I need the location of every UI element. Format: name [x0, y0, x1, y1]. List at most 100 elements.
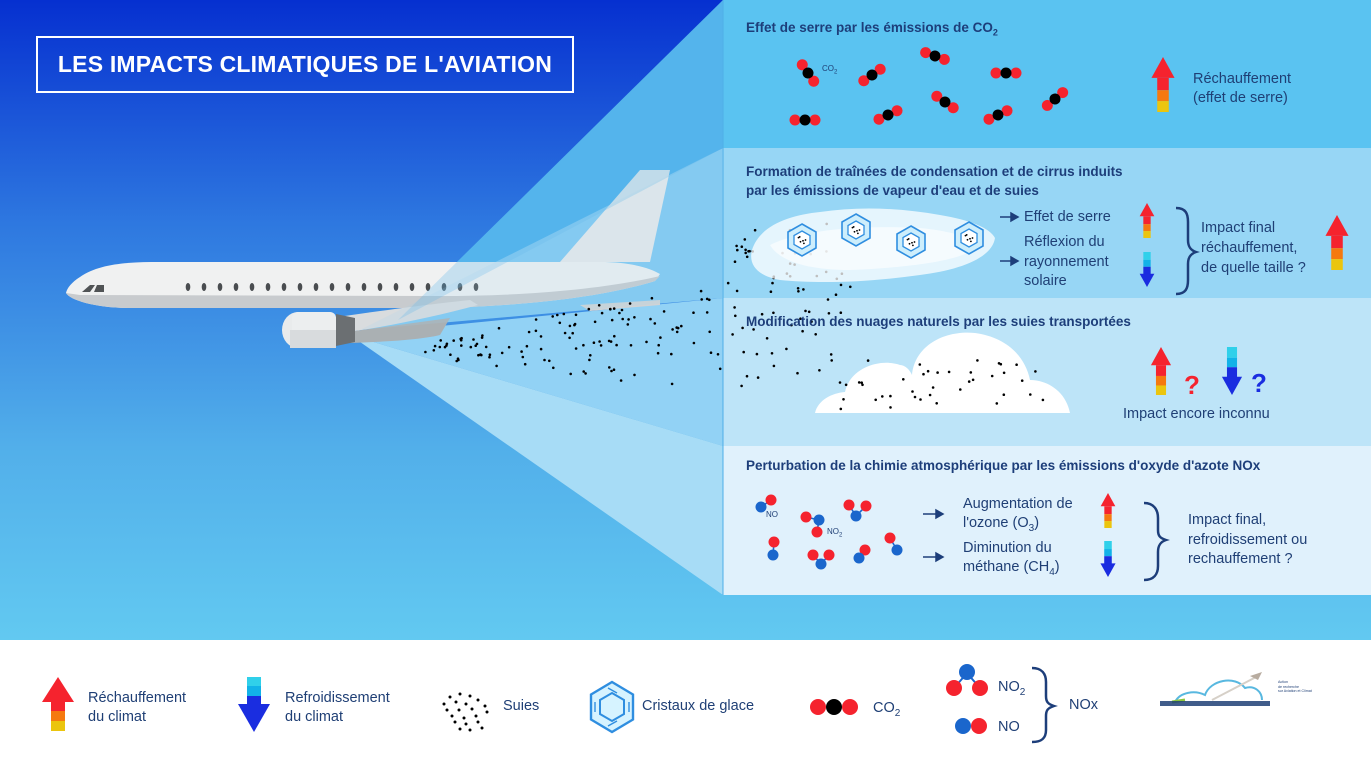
- soot-particle: [523, 362, 527, 366]
- soot-particle: [483, 704, 487, 708]
- soot-particle: [539, 335, 543, 338]
- nox-molecules: [755, 494, 903, 570]
- legend-ice-crystal-icon: [589, 680, 635, 734]
- soot-particle: [470, 707, 474, 711]
- soot-particle: [598, 340, 601, 343]
- unknown-impact-label: Impact encore inconnu: [1123, 406, 1270, 422]
- brace-panel-4: [1143, 501, 1170, 582]
- soot-particle: [772, 311, 775, 315]
- legend-co2-molecule-icon: [810, 699, 858, 715]
- soot-particle: [481, 334, 484, 337]
- no-molecule-label: NO: [766, 510, 778, 519]
- unknown-warming-question: ?: [1184, 370, 1200, 400]
- soot-particle: [633, 373, 636, 377]
- soot-particle: [445, 708, 449, 712]
- legend-warming-arrow-icon: [42, 677, 74, 731]
- effect-greenhouse-label: Effet de serre: [1024, 209, 1111, 225]
- soot-particle: [881, 395, 884, 398]
- soot-particle: [627, 318, 630, 321]
- soot-particle: [600, 311, 604, 315]
- soot-particle: [588, 358, 591, 362]
- soot-particle: [608, 366, 611, 369]
- legend: Réchauffement du climat Refroidissement …: [0, 640, 1371, 771]
- soot-particle: [662, 310, 666, 313]
- cabin-windows: [185, 283, 479, 291]
- soot-particle: [488, 353, 492, 357]
- soot-particle: [480, 726, 484, 730]
- soot-particle: [628, 302, 632, 305]
- warming-arrow-icon: [1100, 493, 1116, 528]
- soot-particle: [680, 324, 683, 328]
- soot-particle: [705, 297, 709, 301]
- soot-particle: [480, 336, 484, 339]
- soot-particle: [769, 290, 773, 294]
- soot-particle: [731, 333, 734, 336]
- soot-particle: [453, 720, 457, 724]
- soot-particle: [796, 287, 800, 290]
- soot-particle: [919, 398, 922, 401]
- soot-particle: [574, 347, 578, 350]
- soot-particle: [699, 289, 703, 293]
- panel-contrails-title: Formation de traînées de condensation et…: [746, 164, 1123, 198]
- legend-co2-label: CO2: [873, 700, 901, 719]
- legend-soot: Suies: [503, 697, 539, 716]
- panel-contrails: Formation de traînées de condensation et…: [723, 148, 1371, 298]
- soot-particle: [670, 382, 674, 386]
- cabin-window: [249, 283, 255, 291]
- soot-particle: [838, 381, 842, 384]
- legend-no2-molecule-icon: [946, 664, 988, 696]
- soot-particle: [569, 372, 572, 376]
- soot-particle: [804, 309, 807, 313]
- soot-particle: [607, 339, 611, 343]
- final-impact-contrails: Impact final réchauffement, de quelle ta…: [1201, 220, 1306, 276]
- soot-particle: [582, 370, 585, 373]
- cabin-window: [281, 283, 287, 291]
- soot-particle: [967, 380, 971, 383]
- soot-particle: [424, 350, 427, 354]
- soot-particle: [692, 341, 696, 345]
- soot-particle: [659, 336, 662, 339]
- no-molecule-icon: [755, 494, 777, 513]
- warming-arrow-icon: [1151, 57, 1175, 112]
- soot-particle: [765, 337, 769, 340]
- legend-nox-brace: [1031, 666, 1058, 744]
- cooling-arrow-icon: [1139, 252, 1155, 287]
- panel-natural-clouds: Modification des nuages naturels par les…: [723, 298, 1371, 446]
- cabin-window: [297, 283, 303, 291]
- soot-particle: [733, 260, 737, 264]
- soot-particle: [543, 358, 546, 362]
- soot-particle: [675, 330, 679, 334]
- legend-soot-icon: [442, 692, 489, 732]
- legend-cooling: Refroidissement du climat: [285, 689, 390, 727]
- soot-particle: [507, 345, 511, 349]
- panel-nox-title: Perturbation de la chimie atmosphérique …: [746, 458, 1261, 473]
- soot-particle: [922, 372, 925, 376]
- soot-particle: [744, 248, 747, 252]
- soot-particle: [610, 318, 614, 322]
- soot-particle: [849, 285, 852, 289]
- soot-particle: [675, 326, 678, 329]
- ice-crystal-icon: [841, 213, 871, 247]
- soot-particle: [558, 321, 562, 325]
- soot-particle: [692, 311, 695, 315]
- cabin-window: [377, 283, 383, 291]
- soot-particle: [468, 728, 472, 732]
- co2-molecule-icon: [1041, 87, 1069, 111]
- soot-particle: [797, 290, 800, 293]
- cabin-window: [313, 283, 319, 291]
- cabin-window: [473, 283, 479, 291]
- soot-particle: [464, 702, 468, 706]
- legend-co2: CO2: [873, 699, 900, 723]
- soot-particle: [615, 343, 618, 347]
- soot-particle: [902, 378, 905, 381]
- soot-particle: [839, 311, 843, 315]
- pointer-arrow-ozone: [923, 508, 945, 520]
- soot-particle: [460, 336, 463, 340]
- soot-particle: [826, 298, 830, 301]
- pointer-arrow-methane: [923, 551, 945, 563]
- soot-particle: [705, 311, 709, 314]
- soot-particle: [671, 328, 674, 331]
- legend-no2: NO2: [998, 678, 1025, 702]
- soot-particle: [589, 354, 592, 357]
- soot-particle: [802, 288, 805, 291]
